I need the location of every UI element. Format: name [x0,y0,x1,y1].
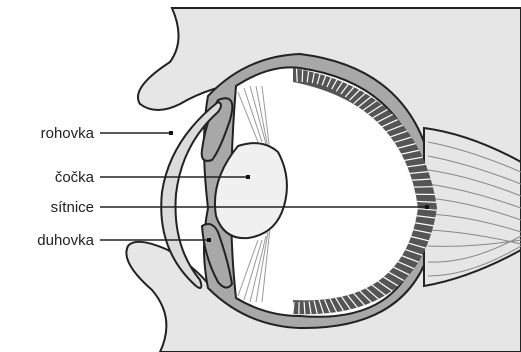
label-retina: sítnice [51,199,94,216]
label-iris: duhovka [37,232,94,249]
label-lens: čočka [55,169,95,186]
label-cornea: rohovka [41,125,95,142]
